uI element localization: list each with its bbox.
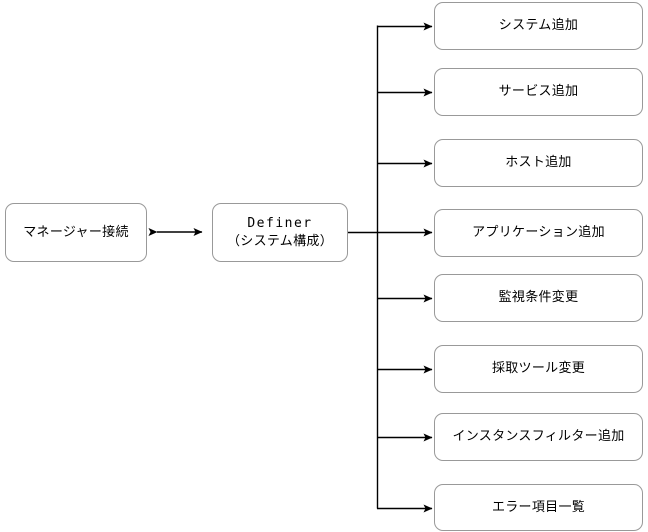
node-branch-system-add-label: システム追加 <box>498 18 579 34</box>
node-branch-service-add[interactable]: サービス追加 <box>434 68 643 116</box>
node-branch-application-add-label: アプリケーション追加 <box>472 225 605 241</box>
node-branch-monitor-condition-change-label: 監視条件変更 <box>498 290 579 306</box>
node-branch-collection-tool-change[interactable]: 採取ツール変更 <box>434 345 643 393</box>
node-branch-application-add[interactable]: アプリケーション追加 <box>434 209 643 257</box>
node-branch-error-item-list-label: エラー項目一覧 <box>491 499 586 515</box>
node-manager-connection[interactable]: マネージャー接続 <box>5 203 147 262</box>
node-branch-system-add[interactable]: システム追加 <box>434 2 643 50</box>
node-branch-instance-filter-add-label: インスタンスフィルター追加 <box>452 429 625 445</box>
node-branch-service-add-label: サービス追加 <box>498 84 579 100</box>
node-branch-monitor-condition-change[interactable]: 監視条件変更 <box>434 274 643 322</box>
node-branch-error-item-list[interactable]: エラー項目一覧 <box>434 484 643 531</box>
node-branch-collection-tool-change-label: 採取ツール変更 <box>491 361 586 377</box>
node-branch-instance-filter-add[interactable]: インスタンスフィルター追加 <box>434 413 643 461</box>
node-branch-host-add-label: ホスト追加 <box>505 155 572 171</box>
node-definer-subtitle: （システム構成） <box>226 233 333 249</box>
node-definer-title: Definer <box>247 215 313 231</box>
node-manager-connection-label: マネージャー接続 <box>23 224 129 240</box>
node-branch-host-add[interactable]: ホスト追加 <box>434 139 643 187</box>
node-definer[interactable]: Definer （システム構成） <box>212 203 348 262</box>
